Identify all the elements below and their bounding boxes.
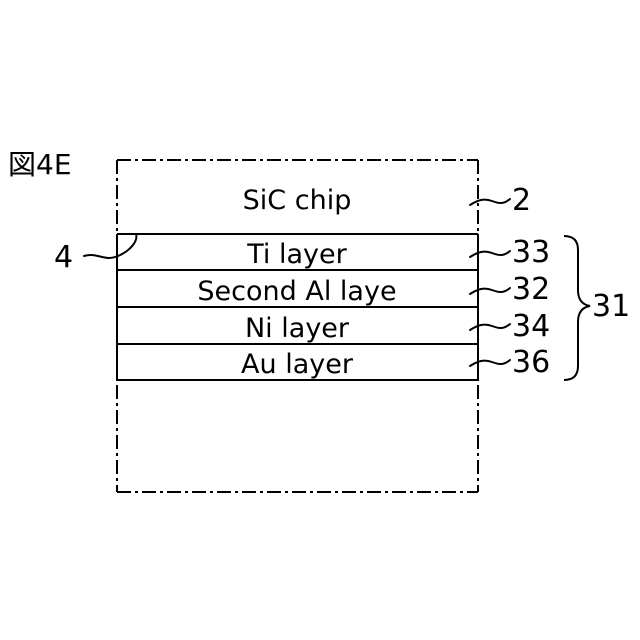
- ref-au: 36: [512, 345, 550, 380]
- leader-ni: [470, 324, 510, 330]
- layer-label-ni: Ni layer: [245, 313, 350, 344]
- layer-label-ti: Ti layer: [246, 239, 347, 270]
- stack-brace: [564, 236, 590, 380]
- layer-label-sic-chip: SiC chip: [243, 185, 352, 216]
- ref-ti: 33: [512, 235, 550, 270]
- leader-ti: [470, 251, 510, 257]
- ref-second-al: 32: [512, 272, 550, 307]
- leader-au: [470, 360, 510, 366]
- figure-label: 図4E: [8, 148, 72, 181]
- layer-label-second-al: Second Al laye: [197, 276, 396, 307]
- leader-chip: [470, 199, 510, 205]
- ref-chip: 2: [512, 183, 531, 218]
- leader-second-al: [470, 288, 510, 294]
- leader-corner: [84, 234, 136, 258]
- ref-stack: 31: [592, 289, 630, 324]
- ref-ni: 34: [512, 309, 550, 344]
- ref-corner: 4: [54, 240, 73, 275]
- layer-label-au: Au layer: [241, 349, 354, 380]
